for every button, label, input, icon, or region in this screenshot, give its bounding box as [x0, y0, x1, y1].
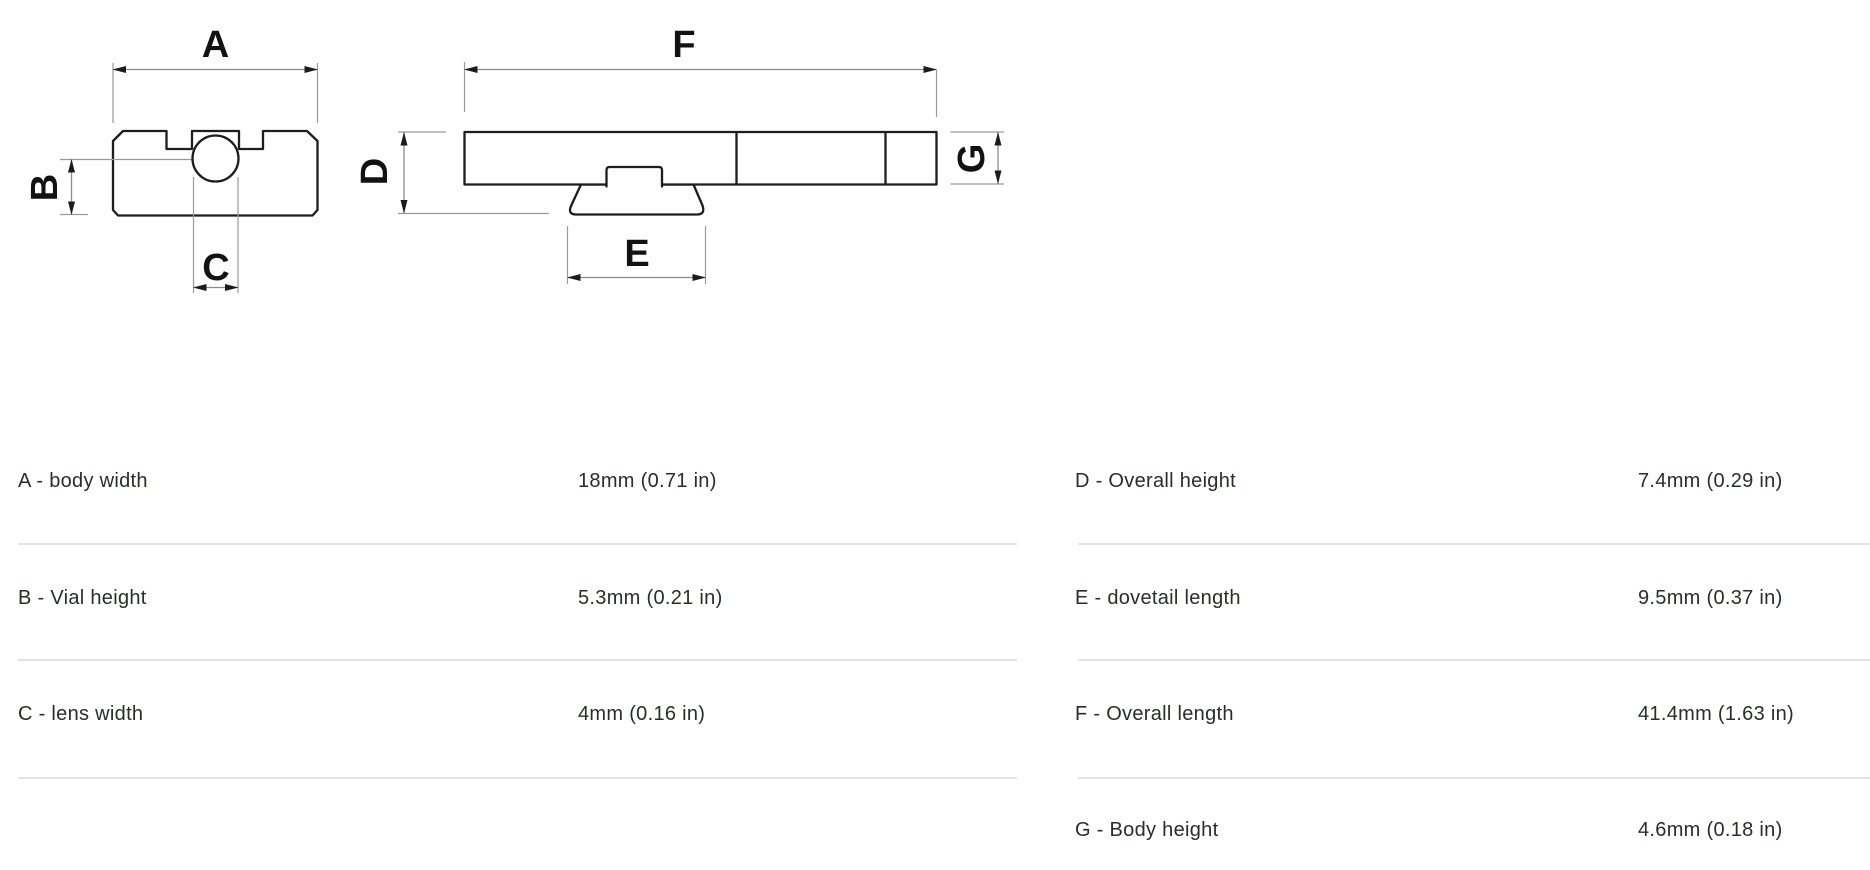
- dim-label-b: B: [24, 174, 66, 201]
- row-divider: [1078, 543, 1870, 545]
- front-view-drawing: A B C: [24, 24, 319, 293]
- spec-value: 18mm (0.71 in): [578, 470, 717, 492]
- dim-label-c: C: [202, 247, 229, 289]
- dim-label-g: G: [951, 144, 993, 174]
- sight-body-side: [463, 130, 938, 186]
- row-divider: [18, 543, 1017, 545]
- spec-label: B - Vial height: [18, 587, 147, 609]
- spec-value: 7.4mm (0.29 in): [1638, 470, 1783, 492]
- row-divider: [1078, 777, 1870, 779]
- dovetail: [568, 183, 705, 216]
- spec-value: 4.6mm (0.18 in): [1638, 819, 1783, 841]
- row-divider: [18, 777, 1017, 779]
- side-view-drawing: F D E G: [354, 24, 1004, 284]
- spec-label: F - Overall length: [1075, 703, 1234, 725]
- row-divider: [1078, 659, 1870, 661]
- spec-label: A - body width: [18, 470, 148, 492]
- spec-value: 41.4mm (1.63 in): [1638, 703, 1794, 725]
- spec-value: 5.3mm (0.21 in): [578, 587, 723, 609]
- dim-label-f: F: [672, 24, 695, 66]
- spec-label: D - Overall height: [1075, 470, 1237, 492]
- spec-label: G - Body height: [1075, 819, 1219, 841]
- dim-label-e: E: [624, 233, 649, 275]
- lens-circle: [191, 134, 240, 183]
- dim-label-a: A: [202, 24, 229, 66]
- dimension-diagram: A B C F: [24, 24, 1004, 293]
- spec-value: 9.5mm (0.37 in): [1638, 587, 1783, 609]
- spec-value: 4mm (0.16 in): [578, 703, 706, 725]
- row-divider: [18, 659, 1017, 661]
- dim-label-d: D: [354, 158, 396, 185]
- spec-label: C - lens width: [18, 703, 144, 725]
- dovetail-tenon: [605, 165, 664, 188]
- spec-label: E - dovetail length: [1075, 587, 1241, 609]
